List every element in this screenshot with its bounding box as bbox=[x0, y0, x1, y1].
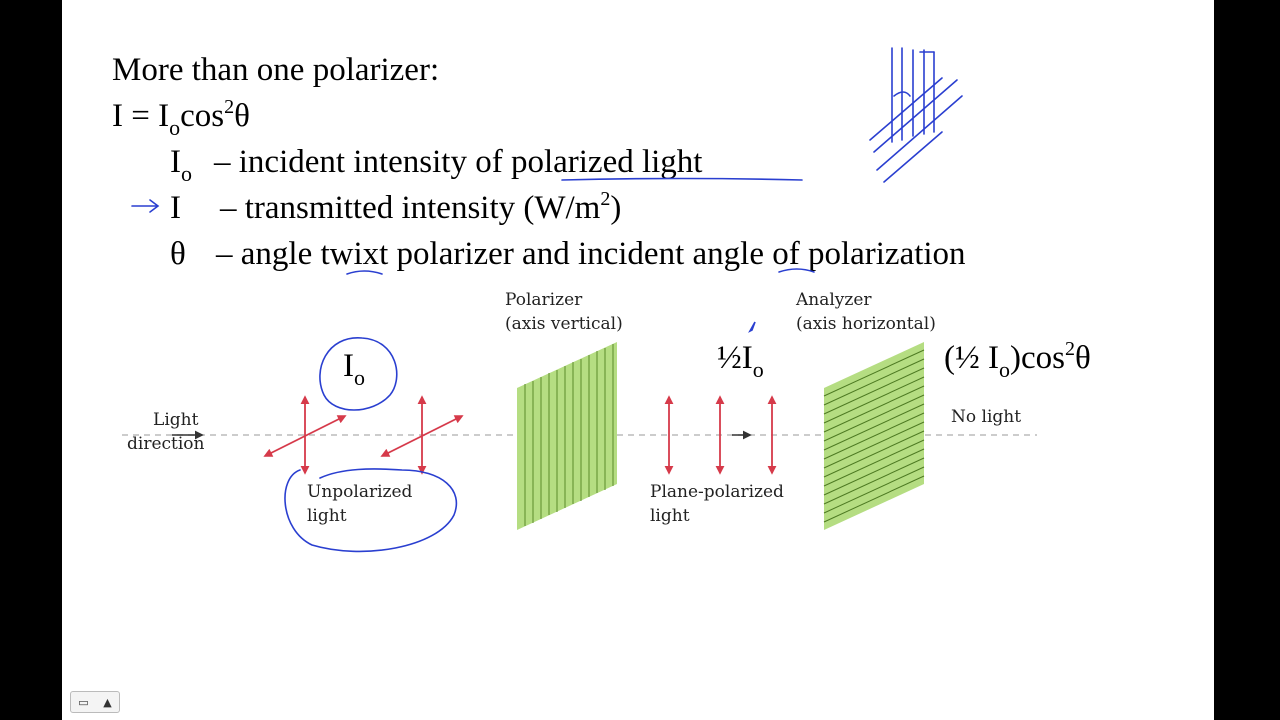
polarizer-filter bbox=[517, 342, 617, 530]
slide-controls[interactable]: ▭ ▲ bbox=[70, 691, 120, 713]
handwritten-annotations bbox=[131, 47, 963, 553]
plane-polarized-arrows bbox=[664, 395, 777, 475]
up-arrow-icon[interactable]: ▲ bbox=[103, 695, 112, 709]
slide-heading: More than one polarizer: bbox=[112, 52, 440, 88]
incident-intensity-annotation: Io bbox=[343, 348, 365, 390]
polarizer-diagram bbox=[122, 47, 1037, 553]
plane-polarized-label: Plane-polarized light bbox=[650, 482, 784, 526]
slide-page: More than one polarizer: I = Iocos2θ Io … bbox=[62, 0, 1214, 720]
slide-menu-icon[interactable]: ▭ bbox=[78, 695, 89, 709]
intensity-formula: I = Iocos2θ bbox=[112, 96, 250, 140]
polarizer-label: Polarizer (axis vertical) bbox=[505, 290, 623, 334]
half-intensity-annotation: ½Io bbox=[717, 340, 764, 382]
analyzer-filter bbox=[823, 342, 925, 530]
light-direction-label: Light direction bbox=[127, 410, 205, 454]
unpolarized-arrows bbox=[263, 395, 464, 475]
no-light-label: No light bbox=[951, 407, 1022, 427]
result-intensity-annotation: (½ Io)cos2θ bbox=[944, 338, 1091, 382]
unpolarized-label: Unpolarized light bbox=[307, 482, 413, 526]
analyzer-label: Analyzer (axis horizontal) bbox=[796, 290, 936, 334]
